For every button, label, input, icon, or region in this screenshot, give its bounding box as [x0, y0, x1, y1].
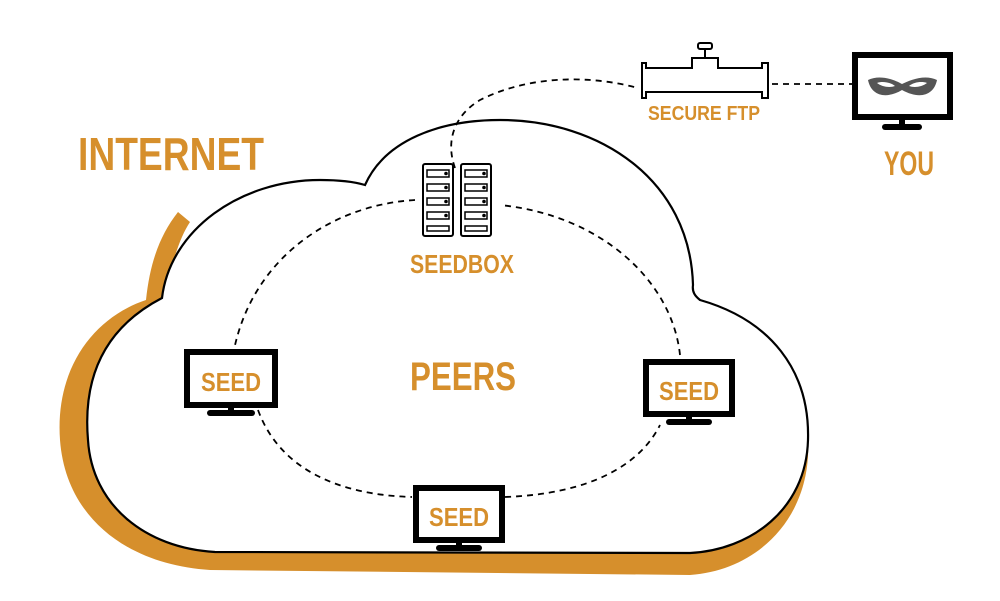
cloud-shadow-fill [59, 212, 809, 575]
secure-ftp-label: SECURE FTP [648, 103, 760, 125]
cloud-outline [86, 118, 810, 555]
peers-label: PEERS [410, 355, 516, 399]
seed-left-label: SEED [201, 367, 261, 397]
seed-bottom-label: SEED [429, 502, 489, 532]
seedbox-label: SEEDBOX [410, 249, 515, 279]
server-rack-icon [422, 163, 492, 237]
seed-node-bottom: SEED [413, 485, 505, 551]
seedbox-ftp-link [450, 78, 639, 169]
seed-node-right: SEED [643, 359, 735, 425]
seed-right-label: SEED [659, 376, 719, 406]
monitor-mask-icon [852, 52, 953, 130]
pipe-valve-icon [641, 42, 769, 99]
monitor-icon [643, 359, 735, 417]
mask-icon [868, 77, 937, 96]
seed-node-left: SEED [184, 349, 278, 416]
peer-connection-ring [232, 199, 681, 498]
internet-label: INTERNET [78, 128, 264, 180]
you-label: YOU [884, 145, 934, 183]
